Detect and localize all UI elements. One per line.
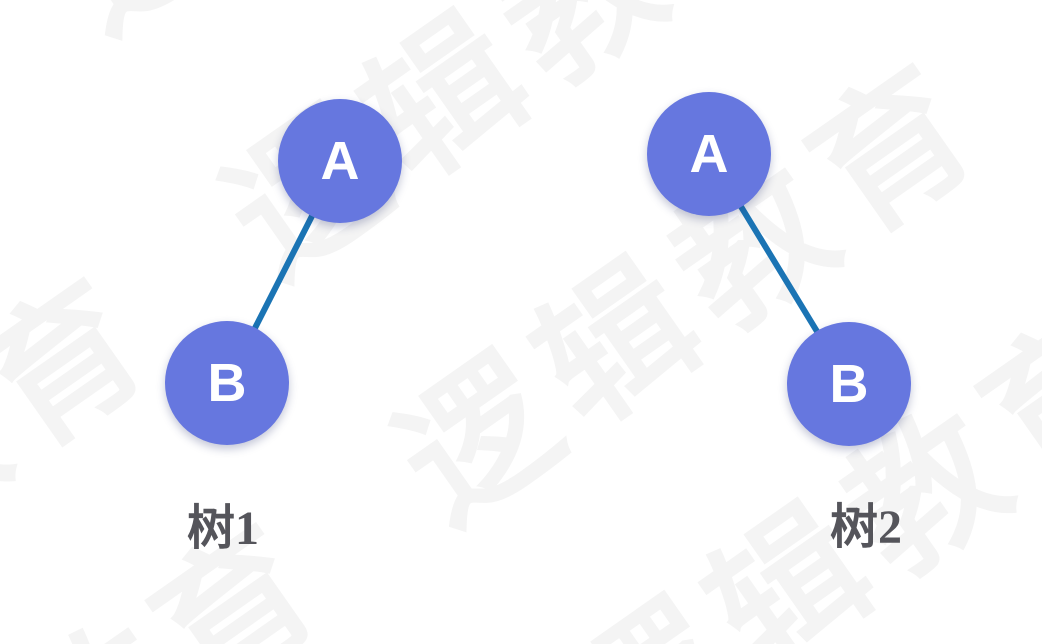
tree2-node-a-label: A (689, 124, 729, 184)
tree2-caption: 树2 (829, 501, 903, 554)
tree1-caption: 树1 (186, 502, 260, 555)
tree1-node-b: B (165, 321, 289, 445)
tree1-node-b-label: B (207, 353, 247, 413)
tree1-node-a: A (278, 99, 402, 223)
tree1-node-a-label: A (320, 131, 360, 191)
tree2-node-b: B (787, 322, 911, 446)
tree2-node-a: A (647, 92, 771, 216)
tree2-node-b-label: B (829, 354, 869, 414)
